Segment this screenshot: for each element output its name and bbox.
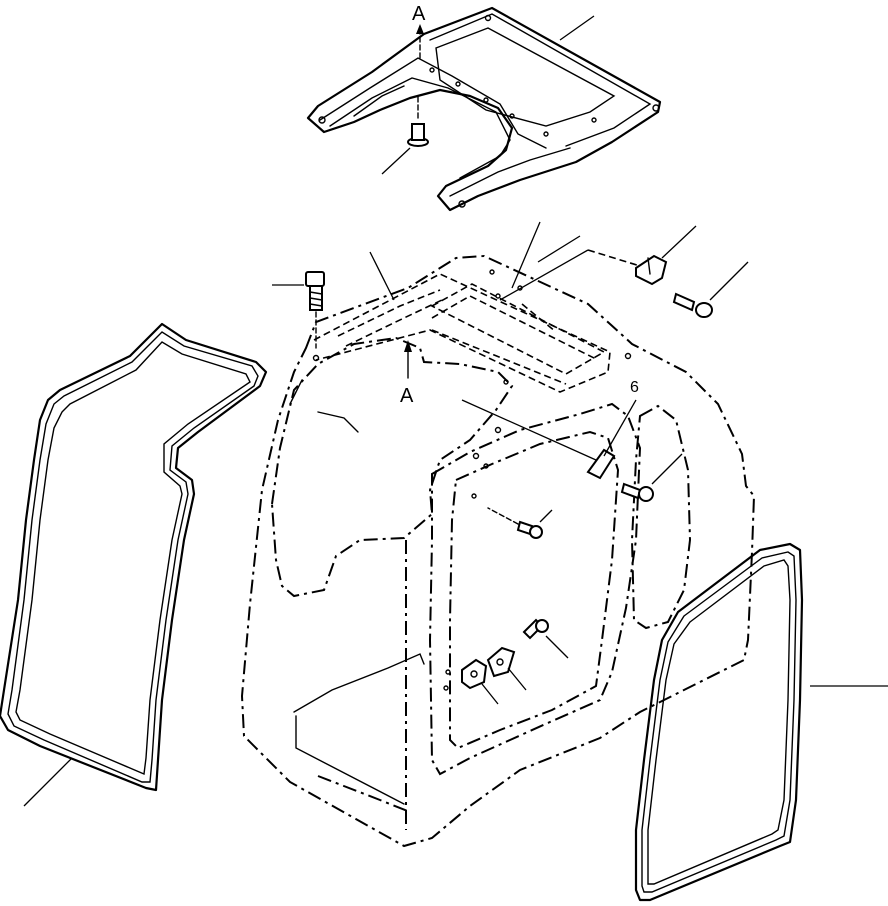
- lower-plate: [461, 658, 499, 705]
- roof-panel: [306, 6, 662, 212]
- view-arrow-top: A: [412, 3, 426, 59]
- view-label-top: A: [412, 3, 426, 25]
- view-label-cab: A: [400, 385, 414, 407]
- digit-label: 6: [630, 379, 639, 396]
- right-window-seal: [634, 542, 888, 902]
- upper-bracket: [635, 225, 697, 286]
- lower-bolt: [522, 618, 569, 659]
- left-window-seal: [0, 322, 268, 807]
- cab-body: [240, 249, 756, 848]
- hex-bolt: [272, 271, 325, 349]
- upper-bolt: [672, 261, 749, 318]
- inner-screw: [487, 507, 553, 539]
- lower-bracket: [486, 646, 527, 691]
- roof-stud: [407, 95, 429, 147]
- view-arrow-cab: A: [400, 340, 414, 407]
- mid-bolt: [620, 453, 683, 502]
- mid-clip: 6: [461, 379, 639, 480]
